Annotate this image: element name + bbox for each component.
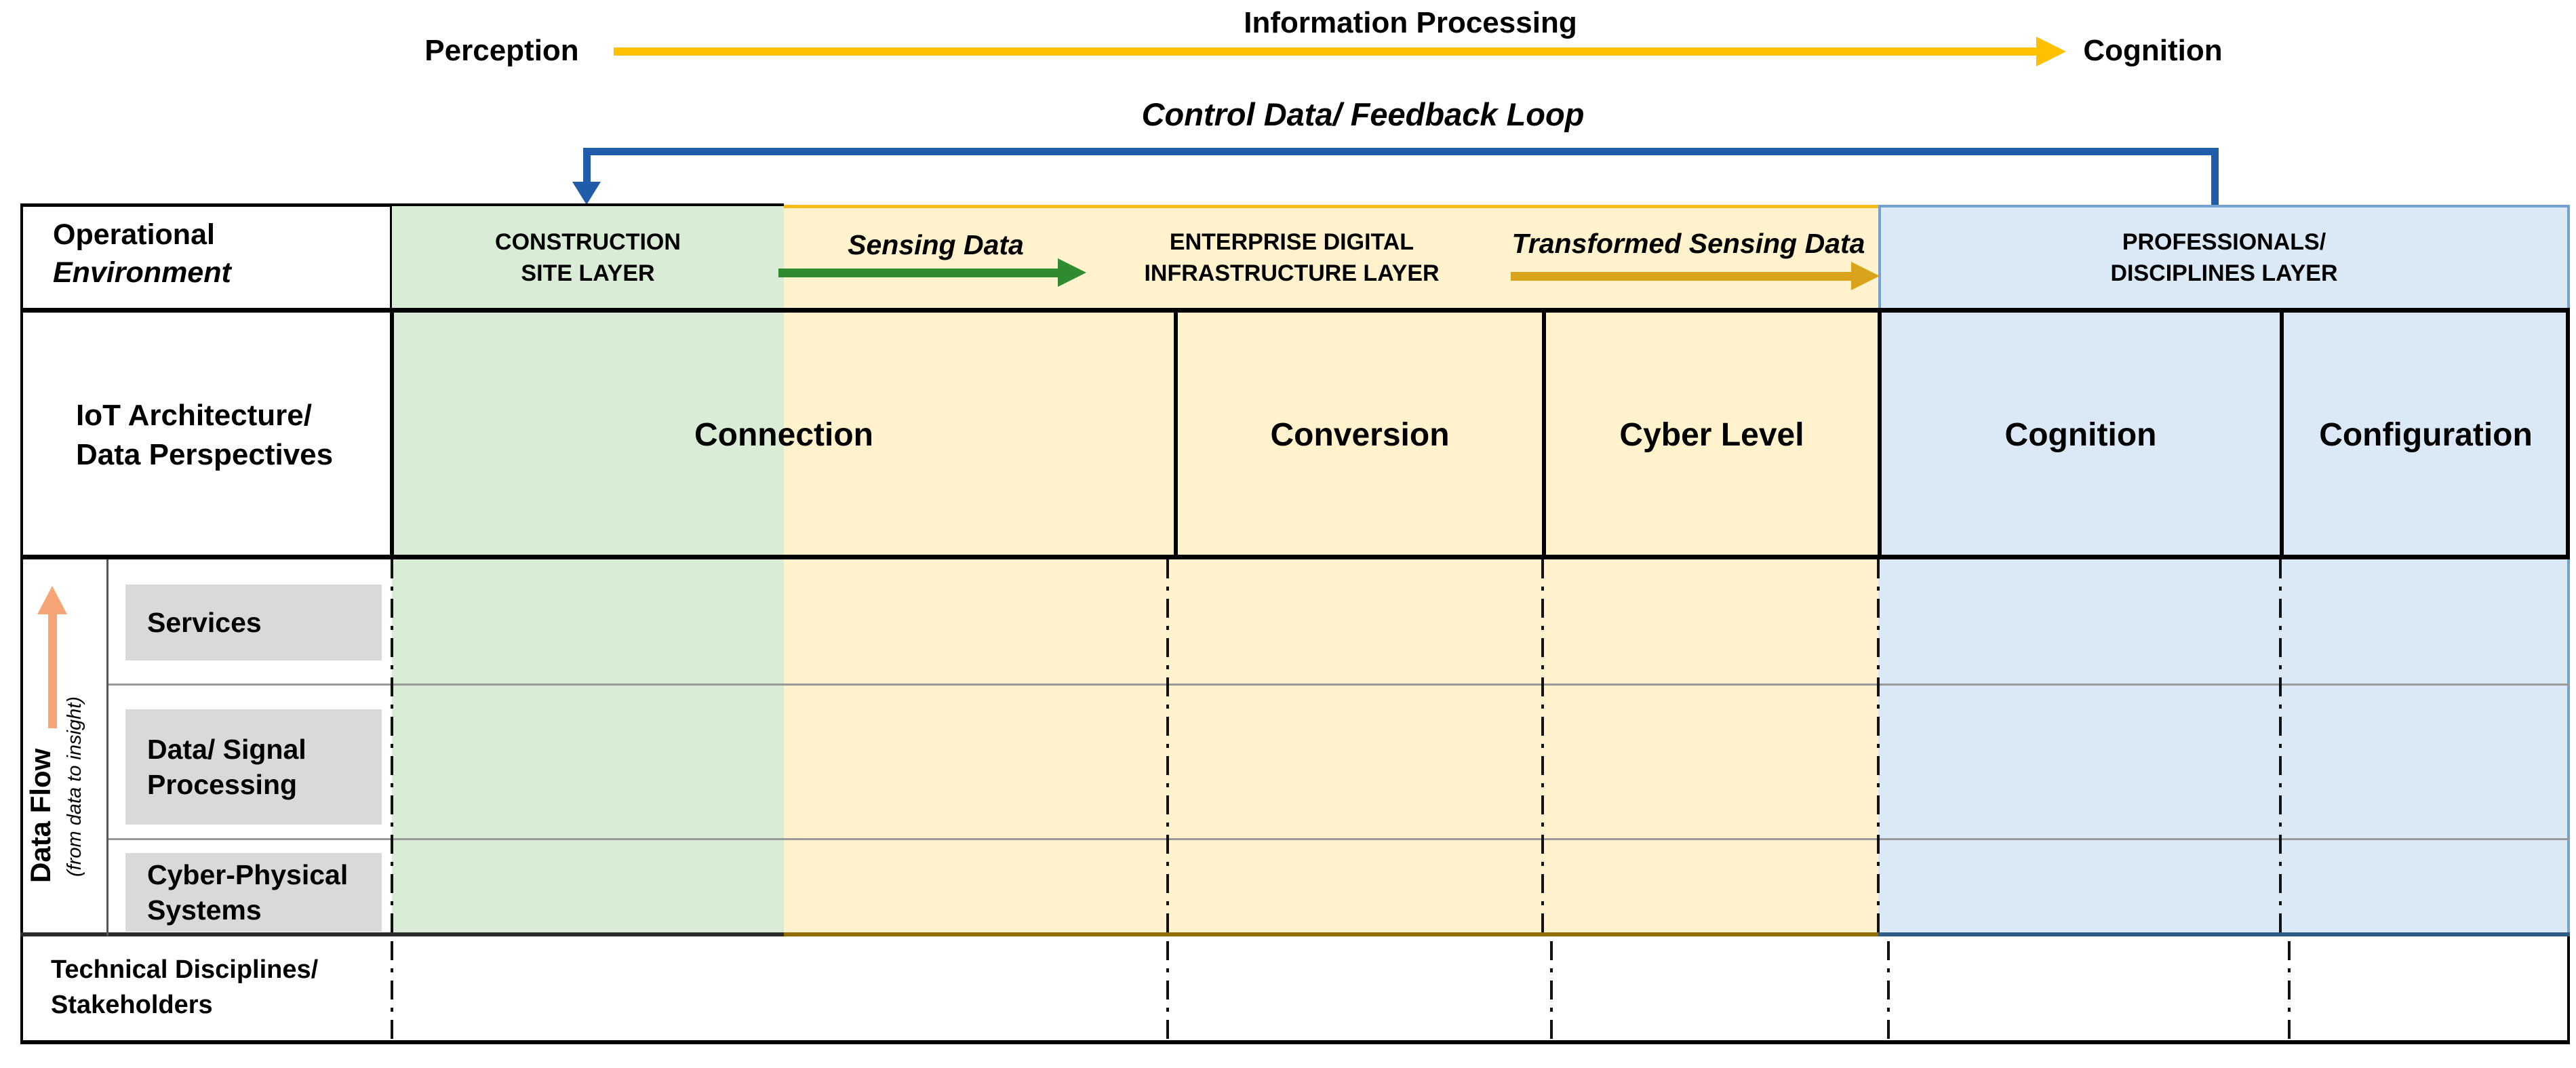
row2-body-separator — [20, 555, 2570, 559]
technical-disciplines-label: Technical Disciplines/ Stakeholders — [51, 952, 318, 1023]
data-flow-subtitle: (from data to insight) — [64, 696, 85, 877]
body-row-separator-2 — [108, 838, 2570, 840]
stakeholders-line2: Stakeholders — [51, 991, 213, 1019]
data-flow-column-divider — [106, 559, 108, 936]
cyber-level-cell — [1544, 311, 1880, 559]
operational-environment-label: Operational Environment — [53, 216, 231, 292]
iot-architecture-label: IoT Architecture/ Data Perspectives — [20, 311, 392, 559]
row-label-cyber-physical-systems: Cyber-Physical Systems — [125, 853, 382, 932]
construction-line2: SITE LAYER — [521, 260, 655, 286]
conversion-cell — [1176, 311, 1544, 559]
bottom-dash-divider-3 — [1550, 941, 1553, 1040]
professionals-line2: DISCIPLINES LAYER — [2110, 260, 2338, 286]
iot-architecture-line2: Data Perspectives — [76, 437, 334, 471]
row2-divider-5 — [2280, 311, 2284, 559]
body-blue-right-border — [2567, 559, 2570, 936]
bottom-dash-divider-1 — [391, 941, 393, 1040]
row2-divider-1 — [390, 311, 394, 559]
professionals-line1: PROFESSIONALS/ — [2122, 229, 2326, 255]
feedback-loop-line-left — [583, 148, 591, 183]
feedback-loop-arrowhead-icon — [572, 182, 601, 205]
data-flow-axis-cell — [20, 559, 108, 936]
body-dash-divider-1 — [391, 559, 393, 936]
row-label-services: Services — [125, 585, 382, 660]
table-right-border-bottom — [2567, 936, 2570, 1044]
level-cyber-level-label: Cyber Level — [1619, 417, 1804, 453]
enterprise-line1: ENTERPRISE DIGITAL — [1169, 229, 1414, 255]
operational-line1: Operational — [53, 218, 215, 251]
cognition-top-label: Cognition — [2083, 34, 2223, 67]
construction-site-layer-band — [392, 205, 784, 311]
body-dash-divider-4 — [1877, 559, 1880, 936]
perception-label: Perception — [424, 34, 579, 67]
sensing-data-label: Sensing Data — [848, 229, 1024, 260]
level-configuration-label: Configuration — [2319, 417, 2533, 453]
information-processing-arrowhead-icon — [2036, 37, 2066, 66]
transformed-sensing-data-arrowhead-icon — [1851, 262, 1880, 290]
level-conversion-label: Conversion — [1270, 417, 1450, 453]
transformed-sensing-data-arrow — [1511, 272, 1851, 281]
cognition-cell — [1880, 311, 2282, 559]
row1-row2-separator — [20, 308, 2570, 313]
bottom-dash-divider-4 — [1887, 941, 1890, 1040]
technical-disciplines-line1: Technical Disciplines/ — [51, 955, 319, 984]
professionals-disciplines-layer-band — [1878, 205, 2570, 311]
level-cognition-label: Cognition — [2004, 417, 2157, 453]
bottom-dash-divider-5 — [2288, 941, 2291, 1040]
row2-divider-3 — [1542, 311, 1546, 559]
connection-cell — [392, 311, 1176, 559]
environment-line2: Environment — [53, 256, 231, 289]
row-label-data-signal-processing: Data/ Signal Processing — [125, 709, 382, 825]
body-row-separator-1 — [108, 684, 2570, 686]
construction-site-layer-label: CONSTRUCTION SITE LAYER — [392, 217, 784, 298]
body-bottom-border-yellow — [784, 932, 1878, 936]
sensing-data-arrowhead-icon — [1058, 258, 1086, 287]
configuration-cell — [2282, 311, 2570, 559]
iot-architecture-line1: IoT Architecture/ — [76, 398, 312, 432]
information-processing-arrow — [614, 47, 2036, 56]
body-dash-divider-2 — [1166, 559, 1169, 936]
bottom-dash-divider-2 — [1166, 941, 1169, 1040]
enterprise-infrastructure-layer-label: ENTERPRISE DIGITAL INFRASTRUCTURE LAYER — [1092, 217, 1492, 298]
table-left-border — [20, 205, 23, 1044]
data-flow-title: Data Flow — [24, 748, 56, 884]
technical-disciplines-row — [20, 936, 2570, 1042]
enterprise-line2: INFRASTRUCTURE LAYER — [1144, 260, 1440, 286]
feedback-loop-line-horizontal — [583, 148, 2219, 155]
body-bottom-border-blue — [1878, 932, 2570, 936]
transformed-sensing-data-label: Transformed Sensing Data — [1511, 227, 1865, 259]
body-blue-region — [1878, 559, 2570, 936]
data-flow-arrowhead-icon — [37, 586, 67, 614]
row2-divider-4 — [1878, 311, 1882, 559]
information-processing-label: Information Processing — [1244, 6, 1577, 39]
construction-line1: CONSTRUCTION — [495, 229, 681, 255]
table-bottom-border — [20, 1040, 2570, 1044]
feedback-loop-line-right — [2211, 148, 2219, 209]
body-bottom-border-left — [20, 932, 784, 936]
body-dash-divider-5 — [2279, 559, 2282, 936]
iot-architecture-label-cell — [20, 311, 392, 559]
data-flow-arrow — [48, 612, 57, 728]
control-data-feedback-loop-label: Control Data/ Feedback Loop — [1141, 96, 1585, 132]
body-yellow-region — [784, 559, 1878, 936]
body-green-region — [392, 559, 784, 936]
row2-divider-2 — [1174, 311, 1178, 559]
level-connection-label: Connection — [694, 417, 873, 453]
table-top-border — [20, 203, 784, 206]
professionals-disciplines-layer-label: PROFESSIONALS/ DISCIPLINES LAYER — [1878, 217, 2570, 298]
row2-right-border — [2566, 311, 2570, 559]
sensing-data-arrow — [778, 269, 1058, 277]
body-dash-divider-3 — [1541, 559, 1544, 936]
enterprise-infrastructure-layer-band — [784, 205, 1878, 311]
